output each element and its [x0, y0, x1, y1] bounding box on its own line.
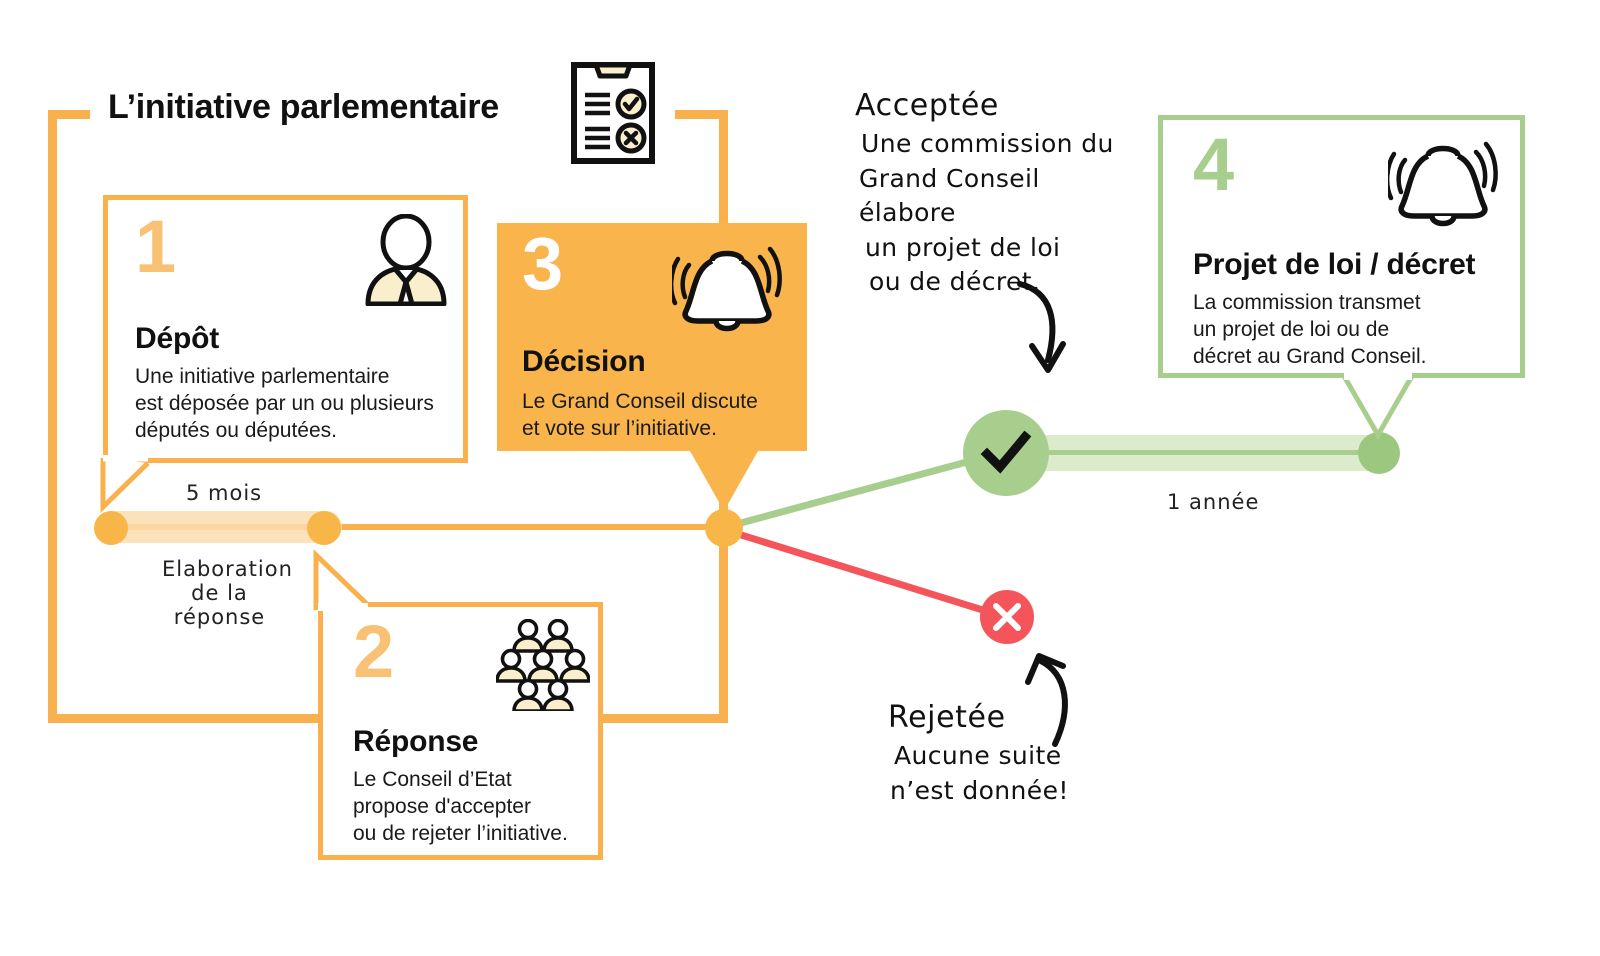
step-3-body-line-1: Le Grand Conseil discute: [522, 390, 758, 413]
timeline-right-spine: [1020, 450, 1385, 455]
accepted-heading: Acceptée: [855, 88, 999, 123]
rejected-heading: Rejetée: [888, 700, 1006, 735]
step-card-4-tail: [1341, 373, 1415, 441]
timeline-left-end-dot: [307, 511, 341, 545]
frame-top-left-stub: [48, 110, 90, 119]
step-1-title: Dépôt: [135, 322, 219, 355]
step-card-2: 2 Réponse: [318, 602, 603, 860]
step-2-body-line-2: propose d'accepter: [353, 794, 531, 818]
step-2-title: Réponse: [353, 725, 479, 758]
rejected-annotation: Rejetée Aucune suite n’est donnée!: [888, 700, 1128, 808]
step-2-body-line-3: ou de rejeter l’initiative.: [353, 821, 568, 845]
step-card-3-tail: [690, 451, 758, 511]
rejected-line-1: Aucune suite: [894, 741, 1062, 770]
timeline-left-caption-line-2: de la réponse: [173, 581, 266, 629]
step-4-title: Projet de loi / décret: [1193, 248, 1476, 281]
person-deputy-icon: [365, 214, 447, 306]
accepted-line-1: Une commission du: [861, 129, 1114, 158]
rejected-line-2: n’est donnée!: [890, 775, 1069, 805]
step-card-1: 1 Dépôt Une initiative parlementaire est…: [103, 195, 468, 463]
decision-junction-node: [705, 509, 743, 547]
step-4-body-line-3: décret au Grand Conseil.: [1193, 344, 1427, 368]
step-3-body-line-2: et vote sur l’initiative.: [522, 416, 717, 440]
ringing-bell-icon-3: [672, 246, 782, 332]
group-of-people-icon: [496, 619, 590, 711]
accepted-line-4: ou de décret.: [869, 267, 1041, 296]
step-1-number: 1: [135, 205, 176, 288]
step-3-title: Décision: [522, 345, 646, 378]
step-card-3: 3 Décision Le Grand Conseil discute et v…: [497, 223, 807, 451]
step-4-body-line-1: La commission transmet: [1193, 291, 1421, 314]
timeline-left-start-dot: [94, 511, 128, 545]
step-3-number: 3: [522, 222, 563, 305]
timeline-left-halo: [96, 511, 342, 543]
frame-left-vertical: [48, 110, 57, 723]
timeline-right-end-dot: [1358, 432, 1400, 474]
timeline-right-duration: 1 année: [1167, 490, 1260, 514]
accepted-line-2: Grand Conseil élabore: [859, 163, 1040, 228]
cross-mark-icon: [993, 603, 1021, 631]
step-card-2-tail: [313, 549, 370, 611]
clipboard-checklist-icon: [571, 62, 655, 164]
accepted-line-3: un projet de loi: [865, 232, 1061, 262]
page-title: L’initiative parlementaire: [108, 88, 499, 126]
step-4-number: 4: [1193, 123, 1234, 206]
check-mark-icon: [980, 430, 1032, 474]
accepted-arrow-icon: [1017, 281, 1066, 373]
timeline-left-caption: Elaboration de la réponse: [162, 557, 293, 629]
accepted-annotation: Acceptée Une commission du Grand Conseil…: [855, 88, 1130, 300]
ringing-bell-icon-4: [1388, 141, 1498, 227]
rejected-arrow-icon: [1025, 653, 1068, 747]
step-card-4: 4 Projet de loi / décret La commission t…: [1158, 115, 1525, 378]
timeline-left-duration: 5 mois: [186, 481, 263, 505]
step-card-1-tail: [100, 455, 150, 513]
step-2-body-line-1: Le Conseil d’Etat: [353, 768, 512, 791]
timeline-left-caption-line-1: Elaboration: [162, 557, 293, 581]
rejected-branch-line: [720, 525, 1004, 620]
step-1-body-line-3: députés ou députées.: [135, 418, 338, 442]
step-1-body-line-2: est déposée par un ou plusieurs: [135, 391, 434, 415]
step-4-body-line-2: un projet de loi ou de: [1193, 317, 1390, 341]
frame-top-right-stub: [675, 110, 728, 119]
timeline-spine-horizontal: [110, 524, 725, 530]
step-1-body-line-1: Une initiative parlementaire: [135, 365, 390, 388]
step-2-number: 2: [353, 610, 394, 693]
